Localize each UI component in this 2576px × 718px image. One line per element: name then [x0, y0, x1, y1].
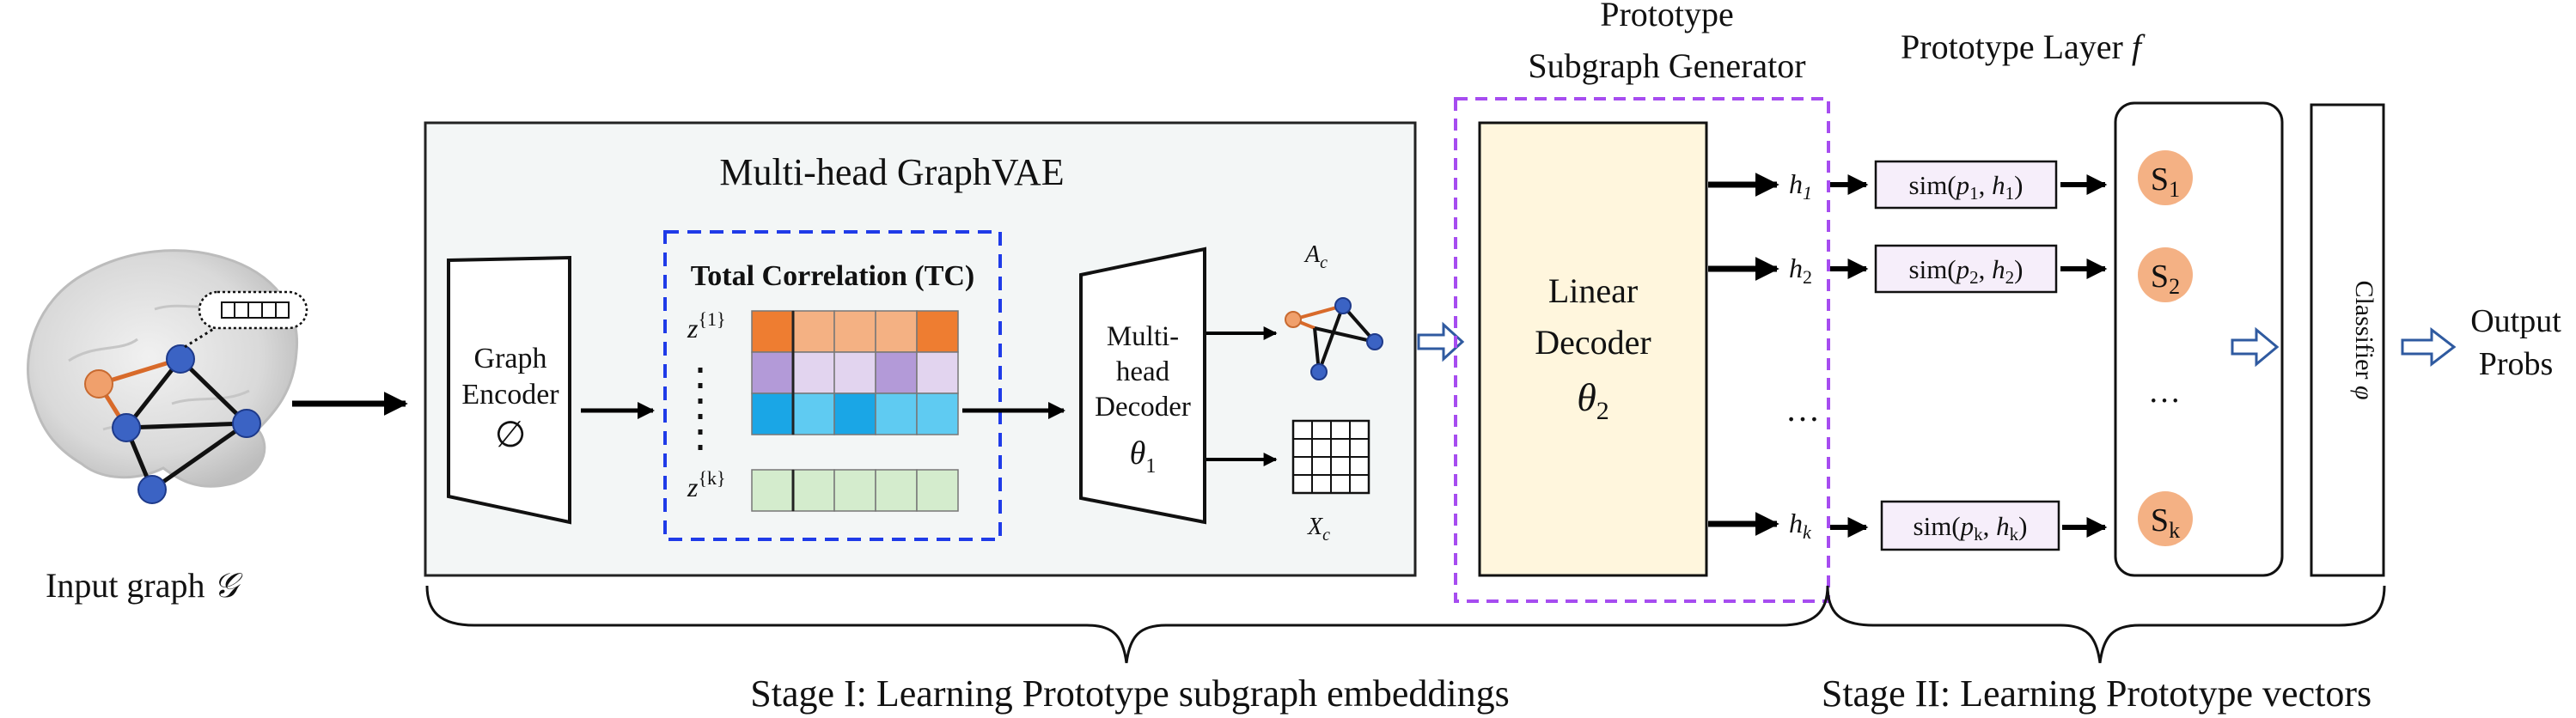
classifier-label: Classifier φ: [2350, 280, 2378, 399]
generator-title-1: Prototype: [1600, 0, 1734, 33]
stage2-label: Stage II: Learning Prototype vectors: [1822, 672, 2372, 715]
graph-node: [84, 369, 113, 399]
z-last-label: z{k}: [687, 467, 726, 502]
decoder-label-1: Multi-: [1107, 321, 1179, 352]
prototype-subgraph-generator: Prototype Subgraph Generator Linear Deco…: [1454, 0, 1830, 603]
graphvae-panel: Multi-head GraphVAE Graph Encoder ∅ Tota…: [424, 121, 1417, 577]
hk-label: hk: [1789, 508, 1812, 543]
stage1-brace: [425, 585, 1829, 664]
graph-encoder-block: [447, 255, 571, 525]
hollow-arrow-3: [2401, 326, 2457, 368]
hollow-arrow-1: [1417, 321, 1465, 362]
linear-decoder-box: [1478, 121, 1708, 577]
prototype-layer-title: Prototype Layer f: [1901, 27, 2146, 66]
graph-node: [166, 344, 195, 374]
graph-edge: [179, 357, 248, 425]
linear-decoder-label-2: Decoder: [1535, 323, 1651, 362]
linear-decoder-label-1: Linear: [1548, 271, 1638, 310]
score-node-k: [2138, 491, 2193, 546]
graph-node: [112, 413, 141, 442]
prototype-layer: Prototype Layer f sim(p1, h1) sim(p2, h2…: [1830, 27, 2284, 577]
score-node-1: [2138, 150, 2193, 205]
h2-label: h2: [1789, 253, 1812, 288]
input-graph: Input graph 𝒢: [27, 249, 308, 605]
sim-label-2: sim(p2, h2): [1909, 254, 2024, 288]
sim-label-1: sim(p1, h1): [1909, 170, 2024, 204]
scores-container: [2114, 101, 2284, 577]
encoder-symbol: ∅: [495, 416, 527, 455]
score-label-k: Sk: [2151, 502, 2180, 543]
encoder-label-1: Graph: [474, 343, 547, 374]
sim-box-2: [1874, 244, 2058, 294]
decoder-label-3: Decoder: [1095, 392, 1191, 423]
reconstructed-subgraph-icon: [1285, 297, 1383, 380]
score-label-1: S1: [2151, 161, 2180, 202]
hollow-arrow-2: [2231, 326, 2280, 368]
encoder-label-2: Encoder: [461, 379, 559, 411]
latent-matrix: [751, 310, 959, 512]
input-graph-label: Input graph 𝒢: [46, 566, 244, 605]
classifier: Classifier φ: [2310, 103, 2385, 577]
feature-vector-icon: [221, 301, 290, 319]
stage1-label: Stage I: Learning Prototype subgraph emb…: [750, 672, 1509, 715]
brain-gyri: [68, 299, 250, 431]
sim-box-1: [1874, 160, 2058, 210]
h1-label: h1: [1789, 168, 1812, 204]
multihead-decoder-block: [1079, 246, 1206, 525]
output-label-1: Output: [2470, 303, 2561, 339]
decoder-label-2: head: [1116, 356, 1170, 387]
graph-edge: [150, 421, 248, 492]
score-node-2: [2138, 247, 2193, 302]
features-label: Xc: [1307, 514, 1330, 545]
graph-edge: [125, 421, 247, 430]
z-first-label: z{1}: [687, 308, 726, 344]
tc-title: Total Correlation (TC): [691, 260, 975, 292]
stage2-brace: [1826, 585, 2386, 664]
graph-node: [137, 475, 167, 504]
output-label-2: Probs: [2479, 346, 2554, 382]
scores-ellipsis: …: [2148, 374, 2181, 410]
sim-box-k: [1880, 500, 2060, 551]
classifier-box: [2310, 103, 2385, 577]
feature-matrix-icon: [1291, 419, 1370, 495]
score-label-2: S2: [2151, 259, 2180, 299]
graphvae-title: Multi-head GraphVAE: [719, 151, 1064, 193]
graph-node: [232, 409, 261, 438]
linear-decoder-symbol: θ2: [1577, 375, 1609, 425]
sim-label-k: sim(pk, hk): [1914, 511, 2028, 545]
adjacency-label: Ac: [1303, 241, 1328, 272]
brain-image: [27, 249, 299, 488]
decoder-symbol: θ1: [1130, 435, 1157, 478]
generator-title-2: Subgraph Generator: [1528, 46, 1805, 85]
generator-ellipsis: …: [1785, 390, 1820, 429]
total-correlation-box: [663, 230, 1002, 541]
generator-dashed-box: [1454, 97, 1830, 603]
